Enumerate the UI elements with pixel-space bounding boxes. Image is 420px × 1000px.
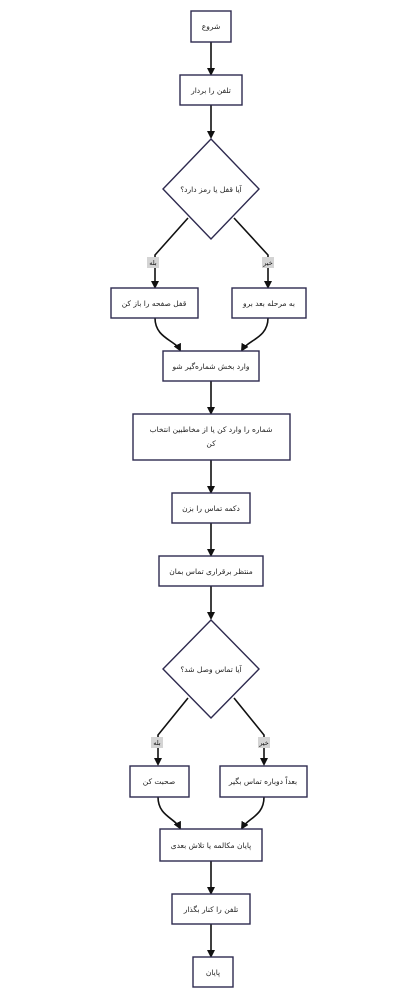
edge-talk-end: [157, 796, 181, 830]
node-press-call: دکمه تماس را بزن: [171, 492, 251, 524]
decision-connected-label: آیا تماس وصل شد؟: [180, 664, 242, 674]
label-bg: [258, 737, 270, 748]
node-open-dialer-label: وارد بخش شماره‌گیر شو: [172, 362, 250, 371]
edge-conn-no: [233, 697, 268, 766]
node-unlock-label: قفل صفحه را باز کن: [122, 299, 187, 308]
node-start: شروع: [190, 10, 232, 43]
edge-labels: بله خیر بله خیر: [147, 257, 274, 748]
node-retry-label: بعداً دوباره تماس بگیر: [228, 775, 297, 786]
node-hang-up: تلفن را کنار بگذار: [171, 893, 251, 925]
decision-connected: آیا تماس وصل شد؟: [162, 618, 260, 720]
node-enter-number: شماره را وارد کن یا از مخاطبین انتخاب کن: [132, 413, 291, 461]
label-bg: [262, 257, 274, 268]
label-lock-no: خیر: [262, 259, 273, 267]
edge-retry-end: [240, 796, 265, 830]
node-talk: صحبت کن: [129, 765, 190, 798]
node-go-next-label: به مرحله بعد برو: [242, 299, 295, 308]
edge-conn-yes: [154, 697, 189, 766]
node-unlock: قفل صفحه را باز کن: [110, 287, 199, 319]
label-lock-yes: بله: [149, 259, 157, 267]
edge-lock-no: [233, 217, 272, 289]
node-start-label: شروع: [202, 22, 221, 31]
node-wait-label: منتظر برقراری تماس بمان: [169, 567, 253, 576]
node-pickup: تلفن را بردار: [179, 74, 243, 106]
node-end: پایان: [192, 956, 234, 988]
node-enter-number-line2: کن: [206, 439, 216, 448]
node-enter-number-line1: شماره را وارد کن یا از مخاطبین انتخاب: [150, 425, 273, 434]
node-hang-up-label: تلفن را کنار بگذار: [183, 905, 239, 914]
node-talk-label: صحبت کن: [143, 777, 176, 786]
edges: [151, 42, 272, 958]
node-wait: منتظر برقراری تماس بمان: [158, 555, 264, 587]
node-press-call-label: دکمه تماس را بزن: [182, 504, 240, 513]
decision-has-lock-label: آیا قفل یا رمز دارد؟: [180, 184, 242, 194]
node-end-call: پایان مکالمه یا تلاش بعدی: [159, 828, 263, 862]
label-conn-yes: بله: [153, 739, 161, 747]
node-go-next: به مرحله بعد برو: [231, 287, 307, 319]
label-bg: [151, 737, 163, 748]
node-end-label: پایان: [206, 968, 220, 977]
label-bg: [147, 257, 159, 268]
node-end-call-label: پایان مکالمه یا تلاش بعدی: [171, 841, 251, 850]
node-retry: بعداً دوباره تماس بگیر: [219, 765, 308, 798]
decision-has-lock: آیا قفل یا رمز دارد؟: [162, 137, 260, 241]
node-open-dialer: وارد بخش شماره‌گیر شو: [162, 350, 260, 382]
label-conn-no: خیر: [258, 739, 269, 747]
edge-unlock-dialer: [154, 317, 181, 352]
edge-lock-yes: [151, 217, 189, 289]
node-pickup-label: تلفن را بردار: [190, 86, 231, 95]
edge-next-dialer: [240, 317, 269, 352]
